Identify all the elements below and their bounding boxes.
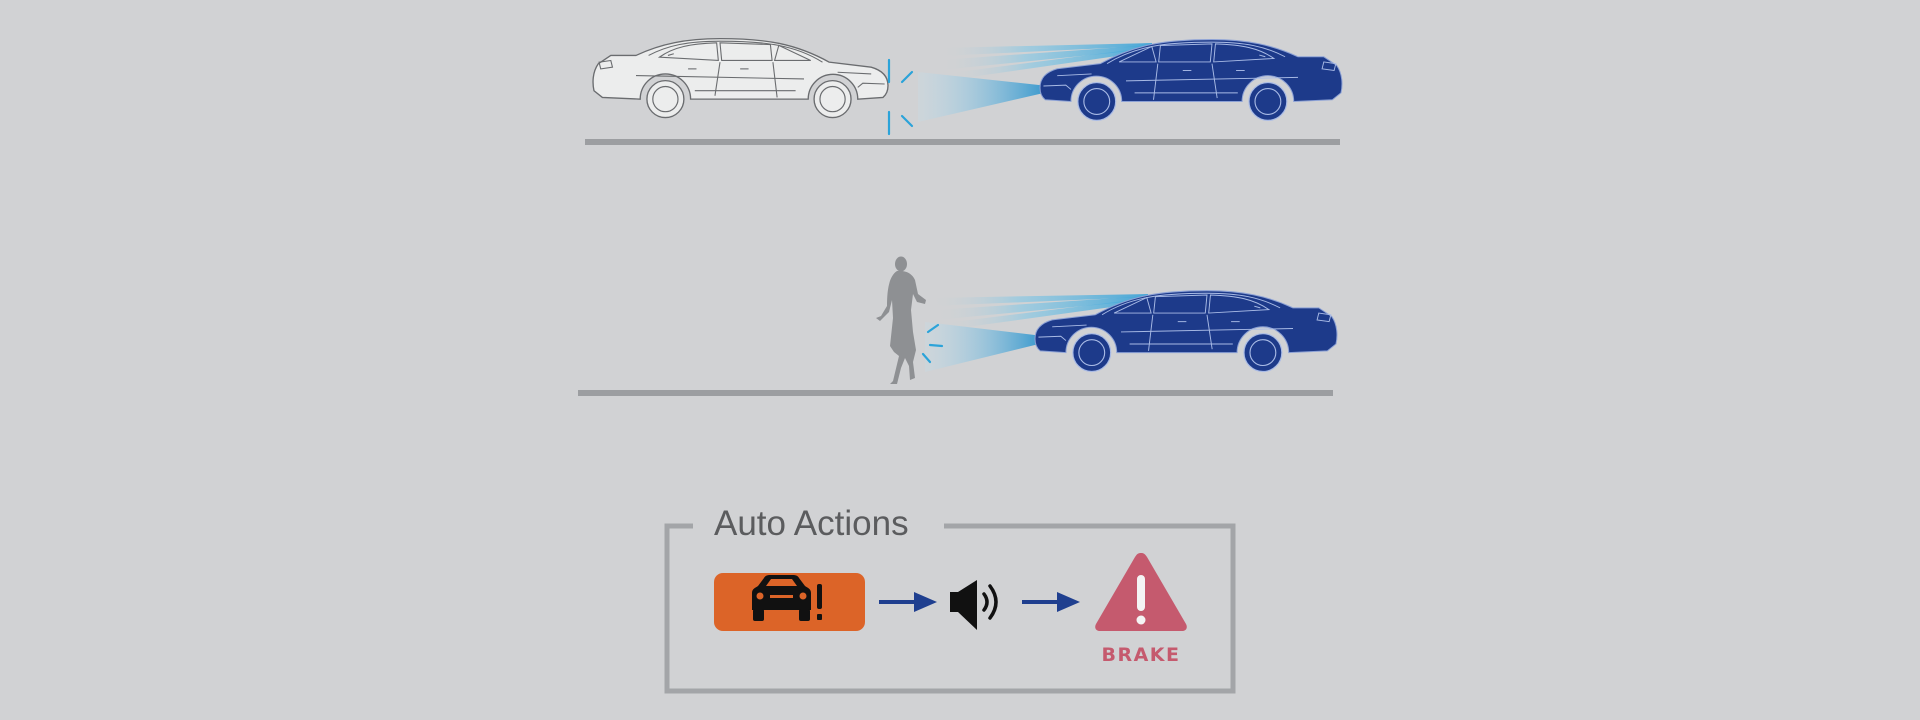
legend-frame <box>664 523 1236 694</box>
auto-actions-legend: Auto Actions <box>664 504 1236 694</box>
road-line-2 <box>578 390 1333 396</box>
scene-pedestrian <box>578 256 1338 396</box>
scene-vehicle-ahead <box>585 37 1343 145</box>
road-line-1 <box>585 139 1340 145</box>
brake-warning-icon <box>1095 553 1187 631</box>
pedestrian-figure <box>876 256 926 384</box>
arrow-right-icon <box>1022 592 1080 612</box>
impact-marks-1 <box>887 58 914 136</box>
subject-car-2 <box>1034 290 1338 373</box>
arrow-right-icon <box>879 592 937 612</box>
subject-car-1 <box>1039 39 1343 122</box>
leading-car-outline <box>592 37 889 119</box>
impact-marks-2 <box>921 323 944 364</box>
car-warning-icon <box>714 573 865 631</box>
speaker-icon <box>950 580 998 630</box>
sensor-beams-2 <box>925 294 1148 372</box>
legend-title: Auto Actions <box>714 504 909 543</box>
brake-label: BRAKE <box>1101 644 1180 666</box>
sensor-beams-1 <box>918 43 1152 122</box>
